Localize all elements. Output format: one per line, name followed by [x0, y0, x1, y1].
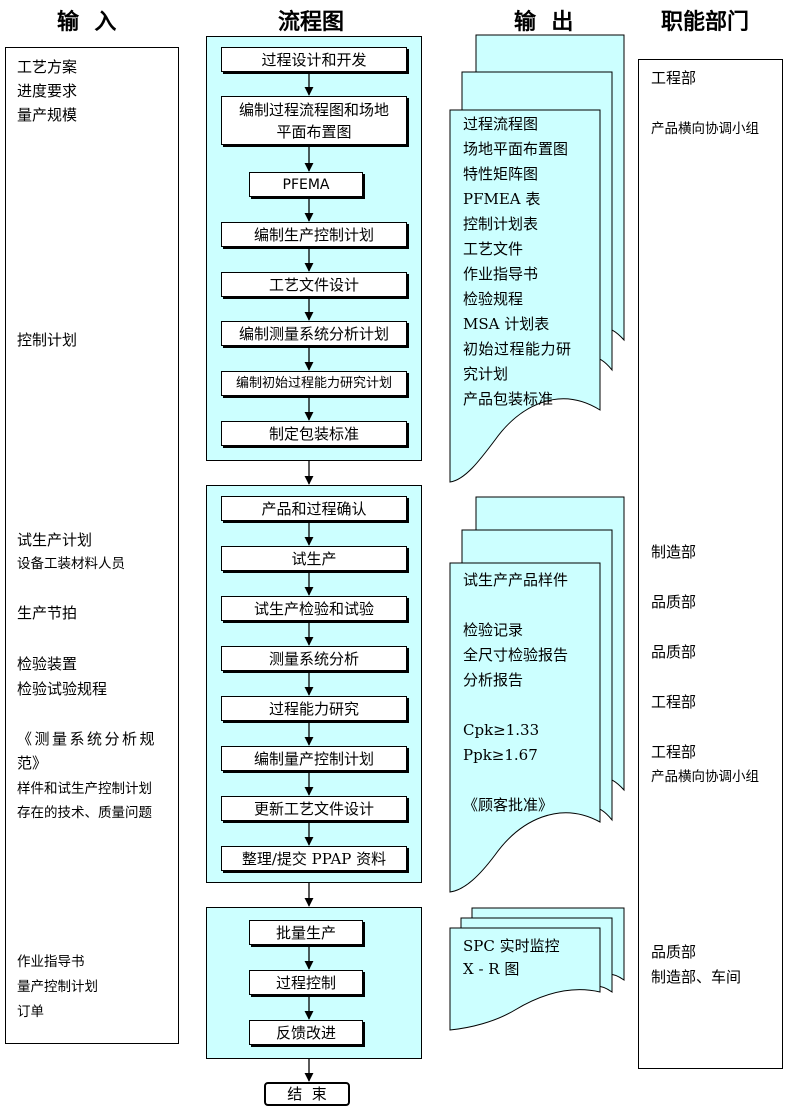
- flow-step: 试生产: [221, 546, 407, 571]
- flow-step: 编制过程流程图和场地平面布置图: [221, 96, 407, 145]
- input-item: 范》: [17, 754, 48, 772]
- input-item: 试生产计划: [17, 531, 93, 549]
- output-item: 作业指导书: [463, 265, 539, 283]
- department-item: 产品横向协调小组: [651, 121, 759, 137]
- input-item: 存在的技术、质量问题: [17, 805, 152, 821]
- output-item: Cpk≥1.33: [463, 721, 540, 739]
- flow-step: 批量生产: [249, 920, 363, 945]
- flow-step: 编制量产控制计划: [221, 746, 407, 771]
- output-document-stack: [449, 34, 625, 483]
- output-item: 分析报告: [463, 671, 524, 689]
- flow-step: 过程能力研究: [221, 696, 407, 721]
- output-item: Ppk≥1.67: [463, 746, 538, 764]
- input-item: 控制计划: [17, 331, 78, 349]
- department-item: 制造部、车间: [651, 968, 742, 986]
- flow-step: 试生产检验和试验: [221, 596, 407, 621]
- output-document-stack: [449, 496, 625, 893]
- output-item: 检验规程: [463, 290, 524, 308]
- flow-step: 制定包装标准: [221, 421, 407, 446]
- input-item: 量产控制计划: [17, 979, 98, 995]
- output-item: X - R 图: [463, 960, 520, 978]
- input-item: 作业指导书: [17, 954, 85, 970]
- input-item: 进度要求: [17, 82, 78, 100]
- department-item: 制造部: [651, 543, 697, 561]
- output-item: 全尺寸检验报告: [463, 646, 569, 664]
- flow-step: 过程设计和开发: [221, 47, 407, 72]
- output-item: 试生产产品样件: [463, 571, 569, 589]
- flow-step: 测量系统分析: [221, 646, 407, 671]
- output-item: 《顾客批准》: [463, 796, 554, 814]
- input-item: 样件和试生产控制计划: [17, 781, 152, 797]
- flow-step: 编制测量系统分析计划: [221, 321, 407, 346]
- flow-step: 产品和过程确认: [221, 496, 407, 521]
- department-item: 产品横向协调小组: [651, 769, 759, 785]
- flow-step: 编制初始过程能力研究计划: [221, 371, 407, 396]
- flow-step: 更新工艺文件设计: [221, 796, 407, 821]
- flow-step: 工艺文件设计: [221, 272, 407, 297]
- output-item: 检验记录: [463, 621, 524, 639]
- output-item: 究计划: [463, 365, 509, 383]
- document-sheet: [449, 562, 601, 893]
- department-item: 品质部: [651, 593, 697, 611]
- flow-end-terminal: 结 束: [264, 1082, 350, 1106]
- department-item: 品质部: [651, 643, 697, 661]
- input-item: 工艺方案: [17, 58, 78, 76]
- output-document-stack: [449, 907, 625, 1031]
- input-column-header: 输 入: [57, 10, 117, 35]
- input-item: 检验试验规程: [17, 680, 108, 698]
- input-item: 量产规模: [17, 106, 78, 124]
- input-item: 设备工装材料人员: [17, 556, 125, 572]
- output-item: PFMEA 表: [463, 190, 541, 208]
- department-item: 工程部: [651, 69, 697, 87]
- input-item: 《测量系统分析规: [17, 730, 158, 748]
- output-column-header: 输 出: [514, 10, 574, 35]
- output-item: SPC 实时监控: [463, 937, 560, 955]
- department-panel: [638, 59, 783, 1069]
- output-item: 产品包装标准: [463, 390, 554, 408]
- input-panel: [5, 47, 179, 1044]
- flow-step: 反馈改进: [249, 1020, 363, 1045]
- output-item: MSA 计划表: [463, 315, 550, 333]
- flow-step: 过程控制: [249, 970, 363, 995]
- output-item: 特性矩阵图: [463, 165, 539, 183]
- input-item: 订单: [17, 1004, 44, 1020]
- output-item: 过程流程图: [463, 115, 539, 133]
- document-sheet: [449, 109, 601, 483]
- output-item: 初始过程能力研: [463, 340, 572, 358]
- flow-step: 编制生产控制计划: [221, 222, 407, 247]
- flow-step: 整理/提交 PPAP 资料: [221, 846, 407, 871]
- output-item: 工艺文件: [463, 240, 524, 258]
- department-item: 工程部: [651, 743, 697, 761]
- output-item: 控制计划表: [463, 215, 539, 233]
- flowchart-column-header: 流程图: [278, 10, 345, 35]
- department-item: 品质部: [651, 943, 697, 961]
- flow-step: PFEMA: [249, 172, 363, 197]
- output-item: 场地平面布置图: [463, 140, 569, 158]
- department-column-header: 职能部门: [661, 10, 750, 35]
- input-item: 生产节拍: [17, 604, 78, 622]
- department-item: 工程部: [651, 693, 697, 711]
- document-sheet: [449, 927, 601, 1031]
- input-item: 检验装置: [17, 655, 78, 673]
